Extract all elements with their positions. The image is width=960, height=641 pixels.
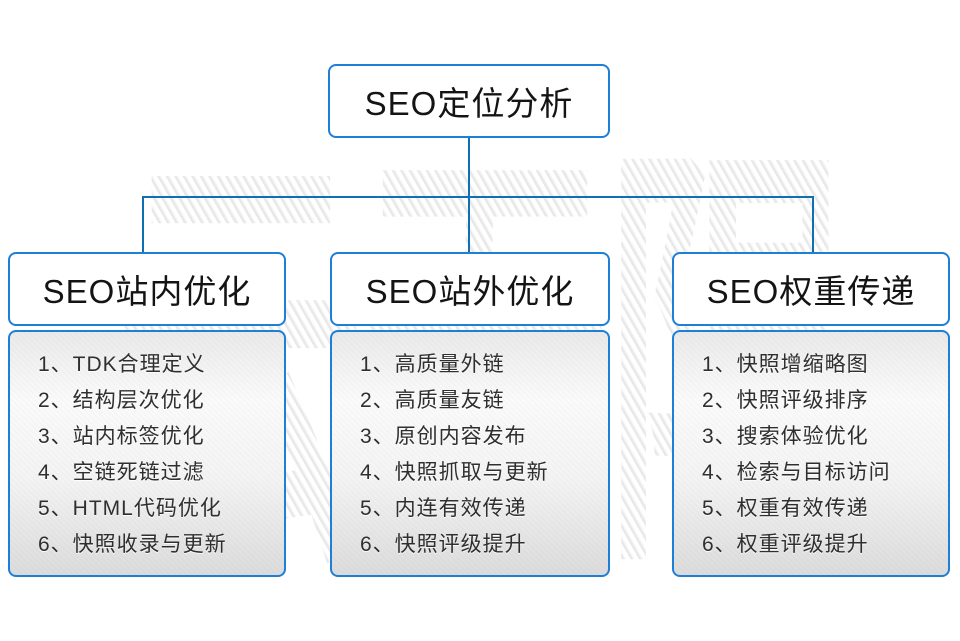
list-item: 6、快照评级提升 xyxy=(360,533,527,556)
connector-rail xyxy=(142,196,814,198)
branch-list-offsite: 1、高质量外链 2、高质量友链 3、原创内容发布 4、快照抓取与更新 5、内连有… xyxy=(330,330,610,577)
branch-header-weight: SEO权重传递 xyxy=(672,252,950,326)
list-item: 6、快照收录与更新 xyxy=(38,533,227,556)
list-item: 1、快照增缩略图 xyxy=(702,353,869,376)
list-item: 3、搜索体验优化 xyxy=(702,425,869,448)
branch-header-label: SEO站内优化 xyxy=(42,273,252,310)
list-item: 5、内连有效传递 xyxy=(360,497,527,520)
list-item: 4、快照抓取与更新 xyxy=(360,461,549,484)
connector-drop-left xyxy=(142,196,144,254)
list-item: 2、结构层次优化 xyxy=(38,389,205,412)
list-item: 1、高质量外链 xyxy=(360,353,505,376)
list-item: 3、站内标签优化 xyxy=(38,425,205,448)
list-item: 3、原创内容发布 xyxy=(360,425,527,448)
branch-header-label: SEO权重传递 xyxy=(706,273,916,310)
branch-header-offsite: SEO站外优化 xyxy=(330,252,610,326)
branch-list-onsite: 1、TDK合理定义 2、结构层次优化 3、站内标签优化 4、空链死链过滤 5、H… xyxy=(8,330,286,577)
list-item: 6、权重评级提升 xyxy=(702,533,869,556)
list-item: 5、权重有效传递 xyxy=(702,497,869,520)
branch-list-weight: 1、快照增缩略图 2、快照评级排序 3、搜索体验优化 4、检索与目标访问 5、权… xyxy=(672,330,950,577)
list-item: 2、高质量友链 xyxy=(360,389,505,412)
root-node-label: SEO定位分析 xyxy=(364,85,574,122)
root-node-seo-positioning: SEO定位分析 xyxy=(328,64,610,138)
list-item: 5、HTML代码优化 xyxy=(38,497,222,520)
connector-drop-right xyxy=(812,196,814,254)
list-item: 1、TDK合理定义 xyxy=(38,353,206,376)
branch-header-onsite: SEO站内优化 xyxy=(8,252,286,326)
list-item: 4、空链死链过滤 xyxy=(38,461,205,484)
list-item: 2、快照评级排序 xyxy=(702,389,869,412)
branch-header-label: SEO站外优化 xyxy=(365,273,575,310)
list-item: 4、检索与目标访问 xyxy=(702,461,891,484)
